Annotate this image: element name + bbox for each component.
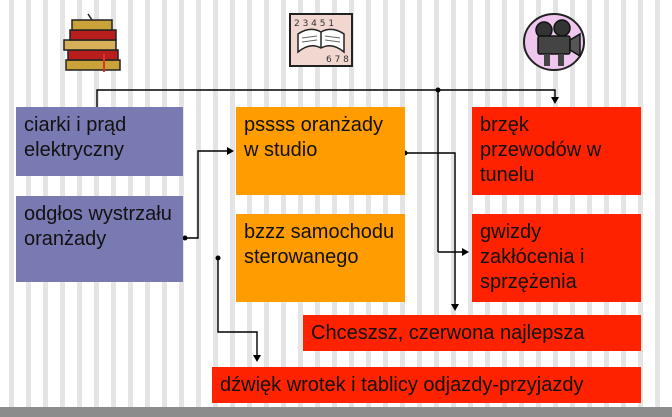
box-gwizdy-text: gwizdy zakłócenia i sprzężenia bbox=[480, 221, 585, 293]
box-bzzz: bzzz samochodu sterowanego bbox=[236, 214, 405, 302]
box-odglos-text: odgłos wystrzału oranżady bbox=[24, 203, 172, 250]
box-chceszsz: Chceszsz, czerwona najlepsza bbox=[303, 315, 641, 351]
box-chceszsz-text: Chceszsz, czerwona najlepsza bbox=[311, 322, 585, 344]
box-gwizdy: gwizdy zakłócenia i sprzężenia bbox=[472, 214, 641, 302]
box-dzwiek: dźwięk wrotek i tablicy odjazdy-przyjazd… bbox=[212, 367, 641, 403]
box-ciarki: ciarki i prąd elektryczny bbox=[16, 107, 183, 176]
box-pssss: pssss oranżady w studio bbox=[236, 107, 405, 195]
box-odglos: odgłos wystrzału oranżady bbox=[16, 196, 183, 282]
box-ciarki-text: ciarki i prąd elektryczny bbox=[24, 114, 127, 161]
box-bzzz-text: bzzz samochodu sterowanego bbox=[244, 221, 395, 268]
svg-text:6 7 8: 6 7 8 bbox=[326, 55, 349, 65]
box-pssss-text: pssss oranżady w studio bbox=[244, 114, 383, 161]
svg-text:2 3 4 5 1: 2 3 4 5 1 bbox=[294, 19, 334, 29]
box-brzek-text: brzęk przewodów w tunelu bbox=[480, 114, 602, 186]
open-book-icon: 2 3 4 5 1 6 7 8 bbox=[289, 13, 353, 67]
box-dzwiek-text: dźwięk wrotek i tablicy odjazdy-przyjazd… bbox=[220, 374, 584, 396]
movie-camera-icon bbox=[523, 13, 585, 71]
books-icon bbox=[63, 13, 121, 72]
bottom-bar bbox=[0, 407, 672, 417]
box-brzek: brzęk przewodów w tunelu bbox=[472, 107, 641, 195]
